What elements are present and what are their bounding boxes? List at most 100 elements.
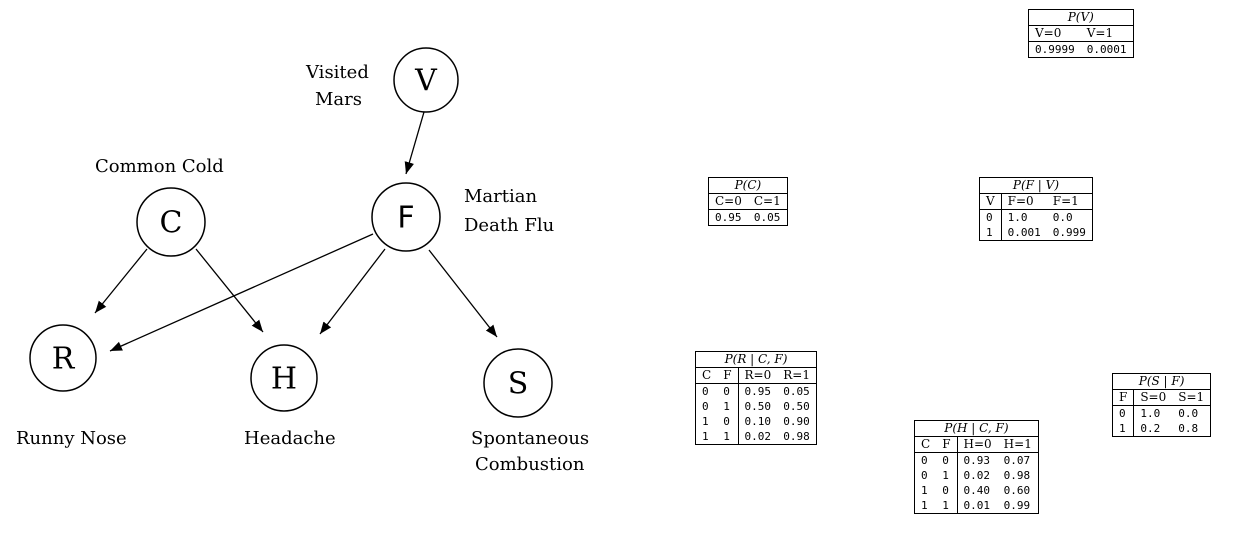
label-runny-nose: Runny Nose xyxy=(16,428,127,449)
cpt-cell: 0.95 xyxy=(737,383,778,399)
cpt-cell: 0 xyxy=(723,415,730,428)
cpt-cell: 1 xyxy=(723,430,730,443)
cpt-cell: 0.05 xyxy=(753,211,781,224)
edge-v-f xyxy=(404,111,425,175)
cpt-cell: 0.001 xyxy=(1000,225,1047,241)
node-v: V xyxy=(393,47,459,113)
table-row: 0 0 0.95 0.05 xyxy=(696,383,817,399)
table-row: 1 0 0.40 0.60 xyxy=(915,483,1039,498)
cpt-cell: 0.999 xyxy=(1052,226,1086,239)
cpt-header: H=0 xyxy=(956,436,998,453)
table-row: 0 0 0.93 0.07 xyxy=(915,452,1039,468)
cpt-header: F=0 xyxy=(1000,193,1047,210)
table-row: 1 1 0.02 0.98 xyxy=(696,429,817,445)
cpt-cell: 1 xyxy=(702,415,709,428)
label-headache: Headache xyxy=(244,428,336,449)
label-common-cold: Common Cold xyxy=(95,156,224,177)
label-visited-mars-2: Mars xyxy=(315,89,362,110)
cpt-cell: 0.50 xyxy=(783,400,810,413)
cpt-cell: 1 xyxy=(986,226,993,239)
node-f: F xyxy=(371,182,441,252)
cpt-cell: 0.93 xyxy=(956,452,998,468)
cpt-cell: 0.01 xyxy=(956,498,998,514)
edge-f-r xyxy=(109,233,374,352)
cpt-header: V=1 xyxy=(1080,25,1133,42)
cpt-p-v: P(V) V=0 V=1 0.9999 0.0001 xyxy=(1028,9,1134,58)
cpt-header: S=0 xyxy=(1133,389,1173,406)
cpt-cell: 1 xyxy=(723,400,730,413)
cpt-cell: 0 xyxy=(723,385,730,398)
edge-f-s xyxy=(428,249,498,338)
cpt-cell: 0 xyxy=(921,454,928,467)
cpt-header: R=1 xyxy=(777,367,817,384)
table-row: 0 1.0 0.0 xyxy=(1113,405,1211,421)
cpt-p-r-given-c-f: P(R | C, F) C F R=0 R=1 0 0 0.95 0.05 0 … xyxy=(695,351,817,445)
svg-text:S: S xyxy=(508,367,529,402)
label-martian-flu-2: Death Flu xyxy=(464,215,554,236)
cpt-header: C=0 xyxy=(708,193,748,210)
cpt-cell: 0.40 xyxy=(956,483,998,498)
cpt-cell: 0 xyxy=(1119,407,1126,420)
cpt-header: R=0 xyxy=(737,367,778,384)
cpt-header: F=1 xyxy=(1046,193,1093,210)
label-spontaneous: Spontaneous xyxy=(471,428,589,449)
cpt-cell: 1.0 xyxy=(1133,405,1173,421)
cpt-cell: 0.02 xyxy=(956,468,998,483)
cpt-cell: 0.0 xyxy=(1178,407,1199,420)
cpt-title: P(R | C, F) xyxy=(695,351,817,368)
svg-text:R: R xyxy=(52,342,76,377)
cpt-header: F xyxy=(717,367,739,384)
cpt-cell: 0 xyxy=(921,469,928,482)
cpt-cell: 0.98 xyxy=(783,430,810,443)
cpt-p-f-given-v: P(F | V) V F=0 F=1 0 1.0 0.0 1 0.001 0.9… xyxy=(979,177,1093,241)
cpt-cell: 0.9999 xyxy=(1035,43,1075,56)
table-row: 0.9999 0.0001 xyxy=(1029,42,1134,58)
cpt-cell: 0.60 xyxy=(1003,484,1031,497)
cpt-cell: 0.10 xyxy=(737,414,778,429)
cpt-header: V xyxy=(979,193,1002,210)
cpt-header: F xyxy=(1112,389,1134,406)
cpt-cell: 0.8 xyxy=(1178,422,1199,435)
cpt-title: P(H | C, F) xyxy=(914,420,1039,437)
cpt-header: C=1 xyxy=(747,193,788,210)
table-row: 1 0.2 0.8 xyxy=(1113,421,1211,437)
cpt-cell: 0 xyxy=(702,400,709,413)
label-visited-mars: Visited xyxy=(305,62,369,83)
node-s: S xyxy=(483,348,553,418)
cpt-cell: 0.0 xyxy=(1052,211,1073,224)
table-row: 0 1.0 0.0 xyxy=(980,209,1093,225)
cpt-cell: 0.05 xyxy=(783,385,810,398)
node-h: H xyxy=(250,344,318,412)
cpt-header: H=1 xyxy=(997,436,1039,453)
cpt-cell: 0.90 xyxy=(783,415,810,428)
cpt-cell: 0.2 xyxy=(1133,421,1173,437)
svg-text:C: C xyxy=(160,206,183,241)
table-row: 0 1 0.50 0.50 xyxy=(696,399,817,414)
node-r: R xyxy=(29,324,97,392)
edge-c-r xyxy=(94,248,148,314)
table-row: 1 0 0.10 0.90 xyxy=(696,414,817,429)
cpt-cell: 1 xyxy=(702,430,709,443)
cpt-cell: 0.98 xyxy=(1003,469,1031,482)
cpt-cell: 0.50 xyxy=(737,399,778,414)
cpt-cell: 0.99 xyxy=(1003,499,1031,512)
cpt-header: F xyxy=(936,436,958,453)
cpt-header: C xyxy=(695,367,718,384)
cpt-cell: 1 xyxy=(921,499,928,512)
cpt-title: P(S | F) xyxy=(1112,373,1211,390)
svg-text:F: F xyxy=(397,201,414,236)
cpt-cell: 1 xyxy=(1119,422,1126,435)
label-combustion: Combustion xyxy=(475,454,585,475)
edge-f-h xyxy=(319,248,386,335)
cpt-cell: 0.95 xyxy=(715,211,742,224)
table-row: 1 1 0.01 0.99 xyxy=(915,498,1039,514)
cpt-cell: 1.0 xyxy=(1000,209,1047,225)
cpt-cell: 1 xyxy=(921,484,928,497)
svg-text:H: H xyxy=(271,362,297,397)
cpt-cell: 0 xyxy=(702,385,709,398)
cpt-header: V=0 xyxy=(1028,25,1081,42)
cpt-cell: 1 xyxy=(942,499,949,512)
node-c: C xyxy=(136,187,206,257)
cpt-cell: 0 xyxy=(942,484,949,497)
cpt-header: S=1 xyxy=(1172,389,1211,406)
